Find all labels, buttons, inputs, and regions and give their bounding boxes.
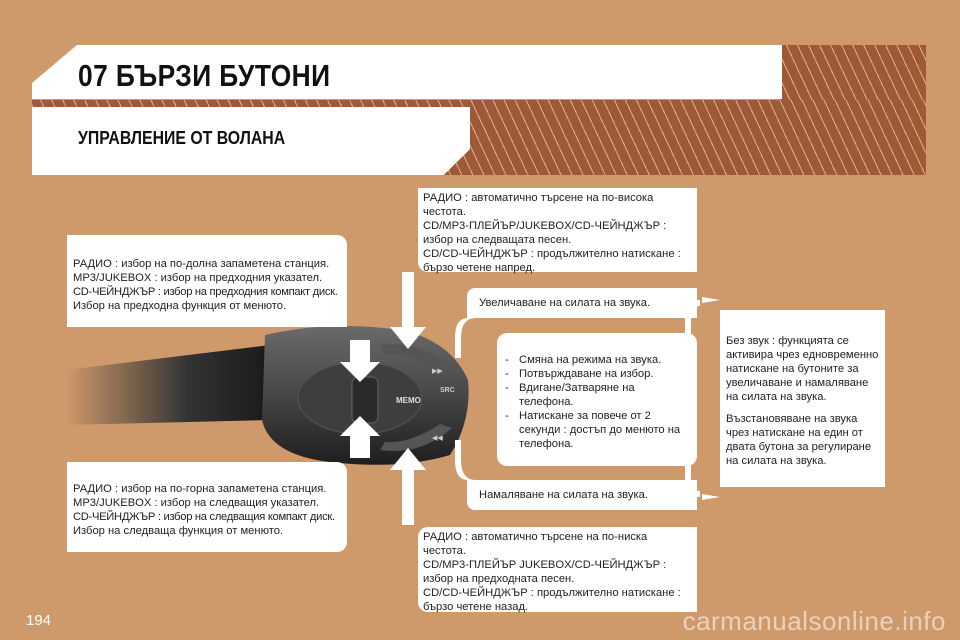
memo-label: MEMO	[396, 396, 421, 405]
callout-seek-up: РАДИО : автоматично търсене на по-висока…	[418, 188, 697, 274]
callout-line: Избор на предходна функция от менюто.	[73, 300, 287, 312]
callout-seek-down: РАДИО : автоматично търсене на по-ниска …	[418, 527, 697, 613]
callout-line: CD-ЧЕЙНДЖЪР : избор на предходния компак…	[73, 286, 338, 298]
callout-line: MP3/JUKEBOX : избор на предходния указат…	[73, 272, 323, 284]
callout-line: бързо четене напред.	[423, 262, 536, 274]
callout-line: избор на предходната песен.	[423, 573, 575, 585]
page-number: 194	[26, 612, 52, 629]
callout-line: избор на следващата песен.	[423, 234, 572, 246]
callout-line: MP3/JUKEBOX : избор на следващия указате…	[73, 497, 320, 509]
page-title: 07 БЪРЗИ БУТОНИ	[78, 58, 331, 93]
header-stripes-top	[780, 45, 926, 101]
callout-line: РАДИО : автоматично търсене на по-ниска	[423, 531, 648, 543]
callout-volume-down: Намаляване на силата на звука.	[467, 480, 697, 510]
list-item: Вдигане/Затваряне на телефона.	[505, 381, 691, 409]
stalk-arm	[65, 345, 270, 425]
callout-line: бързо четене назад.	[423, 601, 529, 613]
callout-line: CD/CD-ЧЕЙНДЖЪР : продължително натискане…	[423, 587, 681, 599]
callout-line: РАДИО : автоматично търсене на по-висока	[423, 192, 654, 204]
subtitle-band	[32, 107, 470, 175]
list-item: Потвърждаване на избор.	[505, 367, 691, 381]
callout-line: Избор на следваща функция от менюто.	[73, 525, 284, 537]
callout-next-station: РАДИО : избор на по-горна запаметена ста…	[67, 462, 347, 552]
section-subtitle: УПРАВЛЕНИЕ ОТ ВОЛАНА	[78, 128, 286, 148]
title-band	[32, 45, 782, 99]
callout-src-button: Смяна на режима на звука. Потвърждаване …	[497, 333, 697, 466]
callout-paragraph: Без звук : функцията се активира чрез ед…	[726, 335, 879, 403]
callout-line: РАДИО : избор на по-долна запаметена ста…	[73, 258, 330, 270]
callout-line: CD/MP3-ПЛЕЙЪР JUKEBOX/CD-ЧЕЙНДЖЪР :	[423, 559, 667, 571]
prev-symbol: ◀◀	[432, 435, 443, 442]
src-label: SRC	[440, 387, 455, 394]
list-item: Смяна на режима на звука.	[505, 353, 691, 367]
callout-line: CD-ЧЕЙНДЖЪР : избор на следващия компакт…	[73, 511, 335, 523]
callout-previous-station: РАДИО : избор на по-долна запаметена ста…	[67, 235, 347, 327]
callout-volume-up: Увеличаване на силата на звука.	[467, 288, 697, 318]
next-symbol: ▶▶	[432, 368, 443, 375]
callout-line: честота.	[423, 206, 466, 218]
callout-line: честота.	[423, 545, 466, 557]
callout-mute: Без звук : функцията се активира чрез ед…	[720, 310, 885, 487]
callout-line: CD/CD-ЧЕЙНДЖЪР : продължително натискане…	[423, 248, 681, 260]
callout-paragraph: Възстановяване на звука чрез натискане н…	[726, 413, 872, 467]
callout-line: CD/MP3-ПЛЕЙЪР/JUKEBOX/CD-ЧЕЙНДЖЪР :	[423, 220, 667, 232]
callout-line: РАДИО : избор на по-горна запаметена ста…	[73, 483, 327, 495]
watermark: carmanualsonline.info	[682, 606, 946, 636]
memo-wheel	[351, 376, 379, 424]
list-item: Натискане за повече от 2 секунди : достъ…	[505, 409, 691, 451]
